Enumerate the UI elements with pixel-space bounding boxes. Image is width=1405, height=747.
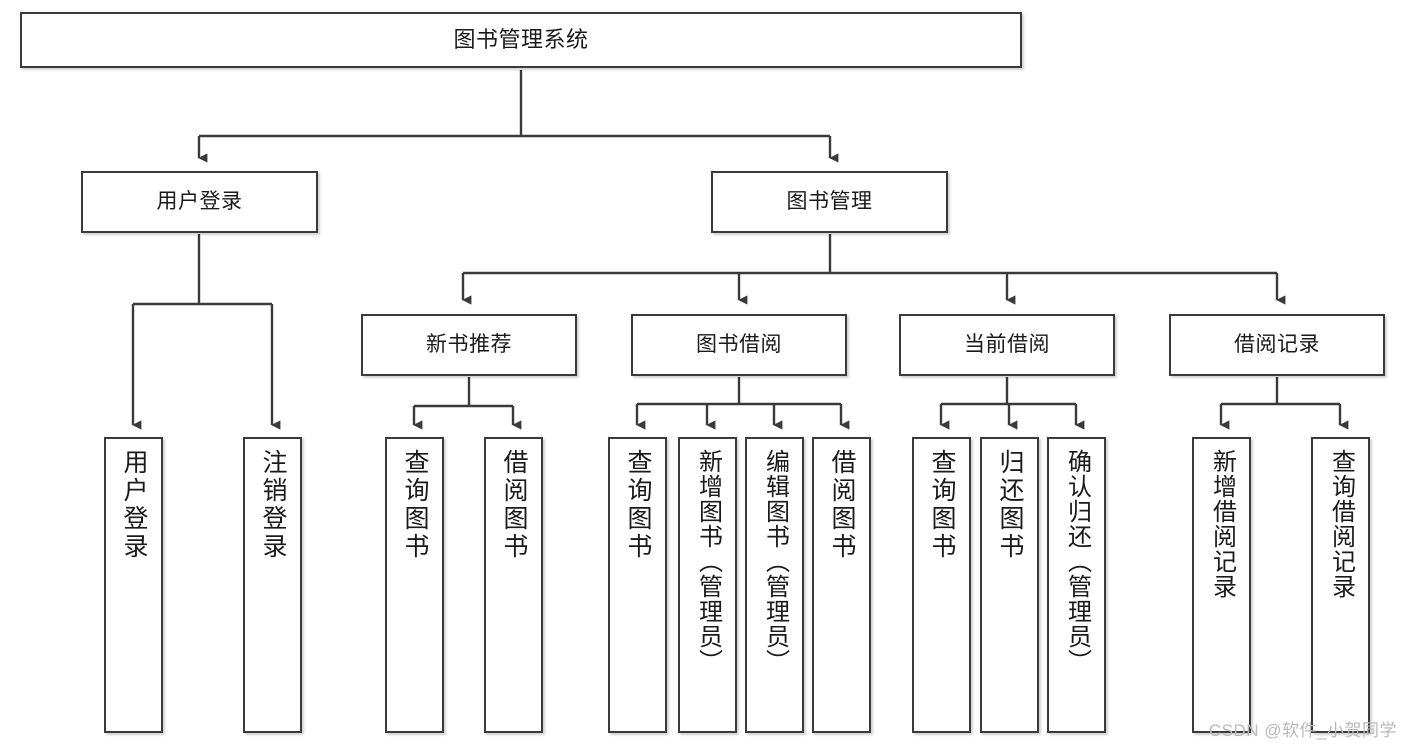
leaf-add-book-label: 新增图书（管理员） — [694, 449, 722, 674]
leaf-query-borrow-record-label: 查询借阅记录 — [1327, 449, 1355, 599]
leaf-add-borrow-record-label: 新增借阅记录 — [1208, 449, 1236, 599]
watermark: CSDN @软件_小贺同学 — [1208, 721, 1397, 740]
node-current-borrow-label: 当前借阅 — [964, 333, 1050, 357]
leaf-confirm-return-label: 确认归还（管理员） — [1063, 449, 1091, 674]
node-root[interactable]: 图书管理系统 — [20, 12, 1022, 68]
node-user-login-label: 用户登录 — [156, 190, 243, 214]
leaf-query-book-2[interactable]: 查询图书 — [608, 437, 667, 733]
node-new-book-recommend[interactable]: 新书推荐 — [361, 314, 577, 376]
node-book-borrow-label: 图书借阅 — [696, 333, 782, 357]
node-book-borrow[interactable]: 图书借阅 — [631, 314, 847, 376]
leaf-logout-label: 注销登录 — [259, 449, 287, 561]
node-new-book-recommend-label: 新书推荐 — [426, 333, 512, 357]
leaf-return-book-label: 归还图书 — [996, 449, 1024, 561]
leaf-add-borrow-record[interactable]: 新增借阅记录 — [1192, 437, 1251, 733]
leaf-query-book-1-label: 查询图书 — [401, 449, 429, 561]
leaf-logout[interactable]: 注销登录 — [243, 437, 302, 733]
node-borrow-record[interactable]: 借阅记录 — [1169, 314, 1385, 376]
leaf-user-login-label: 用户登录 — [120, 449, 148, 561]
node-current-borrow[interactable]: 当前借阅 — [899, 314, 1115, 376]
node-borrow-record-label: 借阅记录 — [1234, 333, 1320, 357]
leaf-borrow-book-1[interactable]: 借阅图书 — [484, 437, 543, 733]
leaf-borrow-book-2[interactable]: 借阅图书 — [812, 437, 871, 733]
leaf-edit-book-label: 编辑图书（管理员） — [761, 449, 789, 674]
leaf-query-book-2-label: 查询图书 — [624, 449, 652, 561]
leaf-borrow-book-1-label: 借阅图书 — [500, 449, 528, 561]
leaf-add-book[interactable]: 新增图书（管理员） — [678, 437, 737, 733]
leaf-query-borrow-record[interactable]: 查询借阅记录 — [1311, 437, 1370, 733]
node-root-label: 图书管理系统 — [453, 26, 589, 52]
node-book-management[interactable]: 图书管理 — [711, 171, 948, 233]
leaf-borrow-book-2-label: 借阅图书 — [828, 449, 856, 561]
leaf-confirm-return[interactable]: 确认归还（管理员） — [1047, 437, 1106, 733]
leaf-user-login[interactable]: 用户登录 — [104, 437, 163, 733]
node-book-management-label: 图书管理 — [786, 190, 873, 214]
leaf-query-book-3-label: 查询图书 — [928, 449, 956, 561]
leaf-return-book[interactable]: 归还图书 — [980, 437, 1039, 733]
node-user-login[interactable]: 用户登录 — [81, 171, 318, 233]
leaf-query-book-3[interactable]: 查询图书 — [912, 437, 971, 733]
leaf-edit-book[interactable]: 编辑图书（管理员） — [745, 437, 804, 733]
leaf-query-book-1[interactable]: 查询图书 — [385, 437, 444, 733]
